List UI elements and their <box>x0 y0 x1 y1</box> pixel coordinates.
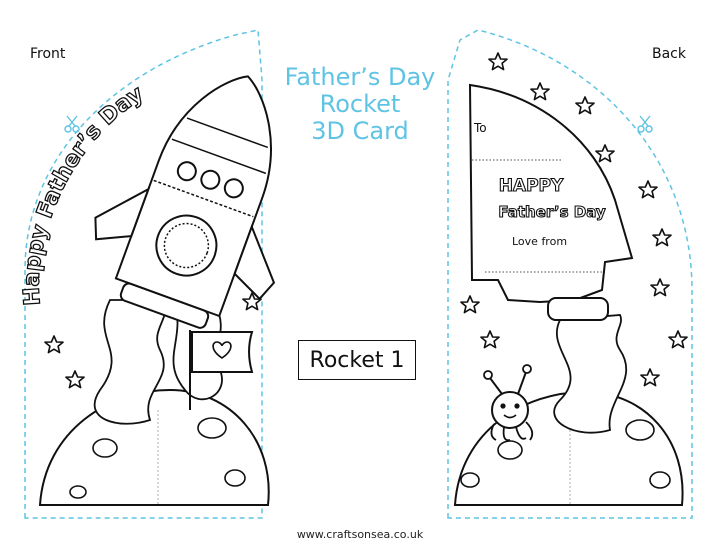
to-label: To <box>473 121 487 135</box>
rocket-label-box: Rocket 1 <box>298 340 416 380</box>
back-exhaust <box>553 314 627 434</box>
back-happy-text: HAPPY <box>499 176 564 196</box>
title-line-2: Rocket <box>319 90 401 118</box>
alien-icon <box>483 364 534 442</box>
page-title: Father’s Day Rocket 3D Card <box>250 64 470 145</box>
front-rocket <box>94 75 276 329</box>
front-moon <box>38 388 270 506</box>
heart-icon <box>212 341 232 359</box>
love-from-label: Love from <box>512 235 567 248</box>
back-rocket <box>468 83 634 321</box>
front-label: Front <box>30 46 66 62</box>
footer-url: www.craftsonsea.co.uk <box>296 528 424 541</box>
front-flag <box>189 330 254 410</box>
title-line-3: 3D Card <box>311 117 409 145</box>
scissors-icon <box>637 115 653 133</box>
back-label: Back <box>652 46 686 62</box>
title-line-1: Father’s Day <box>284 63 436 91</box>
back-fathers-day-text: Father’s Day <box>498 203 606 221</box>
scissors-icon <box>64 115 80 133</box>
